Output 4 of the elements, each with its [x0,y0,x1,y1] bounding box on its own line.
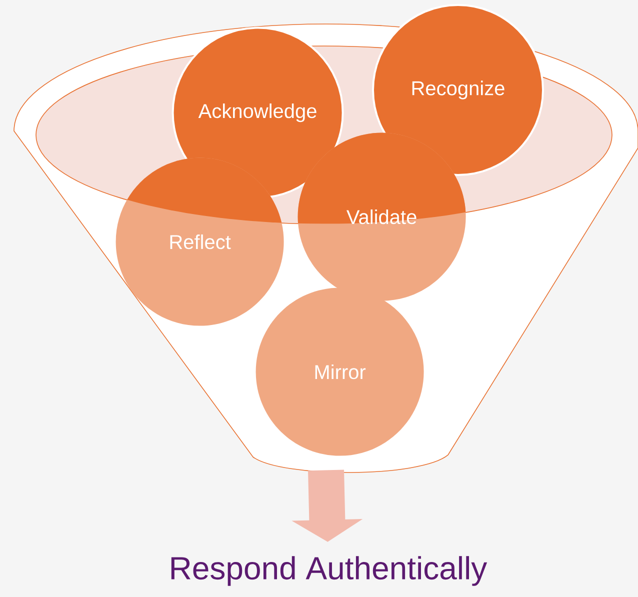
node-label: Reflect [170,234,231,250]
node-label: Mirror [315,364,366,380]
result-text: Respond Authentically [171,556,488,586]
node-label: Validate [346,209,416,224]
